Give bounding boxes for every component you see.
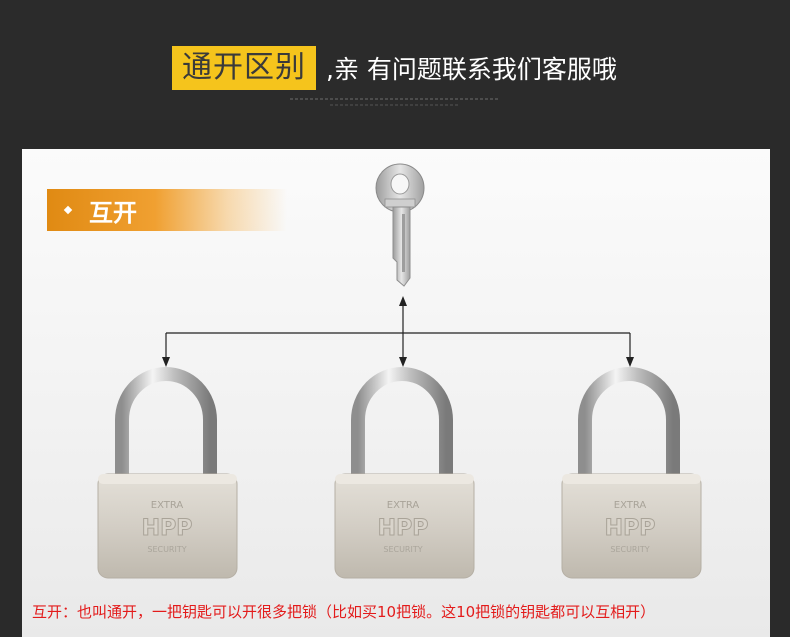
decorative-fine-text-2 xyxy=(330,104,460,106)
padlock-3-top-text: EXTRA xyxy=(614,500,647,511)
section-badge: 互开 xyxy=(47,189,287,231)
connector-lines xyxy=(165,302,631,362)
padlock-3-bottom-text: SECURITY xyxy=(610,545,649,554)
padlock-3-brand: HPP xyxy=(605,516,656,541)
padlock-2-bottom-text: SECURITY xyxy=(383,545,422,554)
padlock-2-brand: HPP xyxy=(378,516,429,541)
padlock-1 xyxy=(97,367,238,579)
title-row: 通开区别 ,亲 有问题联系我们客服哦 xyxy=(172,46,617,90)
title-text: ,亲 有问题联系我们客服哦 xyxy=(326,55,617,84)
padlock-1-top-text: EXTRA xyxy=(151,500,184,511)
title-highlight: 通开区别 xyxy=(172,46,316,90)
section-title: 互开 xyxy=(89,198,137,227)
key-icon xyxy=(375,163,425,287)
padlock-3 xyxy=(561,367,702,579)
arrowheads xyxy=(162,296,634,367)
decorative-fine-text xyxy=(290,98,500,100)
padlock-2-top-text: EXTRA xyxy=(387,500,420,511)
padlock-1-bottom-text: SECURITY xyxy=(147,545,186,554)
caption-text: 互开：也叫通开，一把钥匙可以开很多把锁（比如买10把锁。这10把锁的钥匙都可以互… xyxy=(32,603,656,621)
padlock-2 xyxy=(334,367,475,579)
header-bar xyxy=(0,0,790,120)
padlock-1-brand: HPP xyxy=(142,516,193,541)
